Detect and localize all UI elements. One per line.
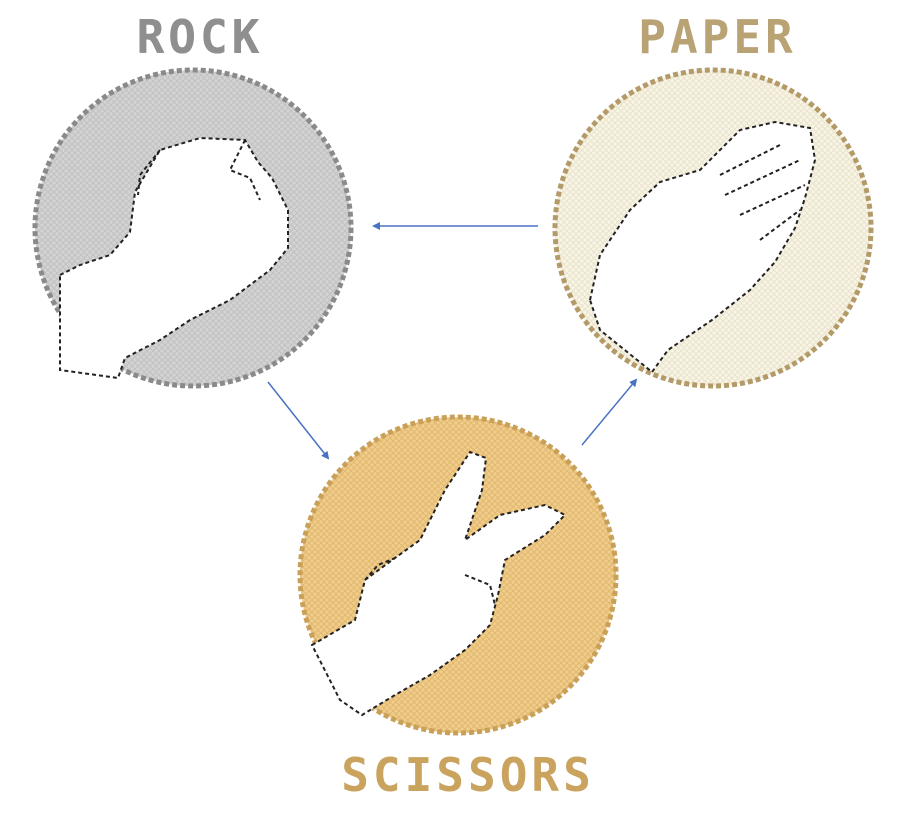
fist-icon xyxy=(59,136,289,380)
rock-label: ROCK xyxy=(136,10,264,64)
v-sign-thumb-line xyxy=(364,557,496,606)
v-sign-hand-icon xyxy=(310,450,567,717)
paper-label: PAPER xyxy=(638,10,797,64)
arrow-rock-to-scissors xyxy=(267,381,330,460)
arrow-scissors-to-paper xyxy=(581,378,638,446)
scissors-label: SCISSORS xyxy=(341,748,595,802)
open-hand-icon xyxy=(588,120,817,374)
fist-knuckle-line xyxy=(137,139,261,201)
scissors-node xyxy=(297,414,619,736)
paper-node xyxy=(552,67,874,389)
rock-node xyxy=(32,67,354,389)
